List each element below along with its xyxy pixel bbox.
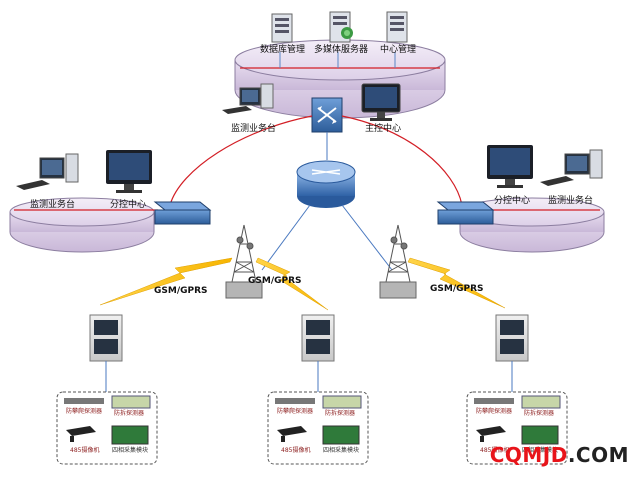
left-switch-icon (153, 201, 212, 225)
middle-field-unit (267, 314, 369, 465)
right-cell-tower-icon (379, 224, 417, 299)
right-monitor-station-label: 监测业务台 (548, 196, 594, 206)
database-server-icon (271, 13, 293, 43)
left-camera-label: 485摄像机 (70, 447, 100, 454)
left-sub-control-label: 分控中心 (110, 200, 147, 210)
watermark-part1: CQMJD (489, 443, 568, 467)
middle-collector-label: 四相采集模块 (323, 447, 360, 454)
middle-gsm-label: GSM/GPRS (248, 276, 302, 286)
right-field-unit (466, 314, 568, 465)
main-control-label: 主控中心 (365, 124, 402, 134)
left-collector-label: 四相采集模块 (112, 447, 149, 454)
middle-camera-label: 485摄像机 (281, 447, 311, 454)
central-network-platform (234, 39, 446, 119)
right-control-monitor-icon (487, 145, 533, 188)
field-box-devices (64, 395, 561, 445)
left-gsm-label: GSM/GPRS (154, 286, 208, 296)
watermark-part2: .COM (567, 443, 629, 467)
main-control-monitor-icon (361, 83, 401, 121)
site-watermark: CQMJD.COM (490, 443, 629, 467)
right-detector-b-label: 防拆探测器 (524, 410, 555, 417)
left-monitor-station-label: 监测业务台 (30, 200, 76, 210)
left-detector-a-label: 防攀爬探测器 (66, 408, 103, 415)
center-server-icon (386, 11, 408, 43)
center-server-label: 中心管理 (380, 45, 417, 55)
right-sub-control-label: 分控中心 (494, 196, 531, 206)
left-field-unit (56, 314, 158, 465)
right-site-platform (458, 197, 605, 253)
center-workstation-icon (222, 83, 274, 114)
right-collector-label: 四相采集模块 (522, 447, 559, 454)
media-server-label: 多媒体服务器 (314, 45, 369, 55)
wireless-signal-bolts (99, 257, 506, 311)
center-monitor-station-label: 监测业务台 (231, 124, 277, 134)
middle-detector-b-label: 防拆探测器 (325, 410, 356, 417)
right-workstation-icon (540, 149, 603, 186)
left-workstation-icon (16, 153, 79, 190)
core-router-icon (296, 160, 356, 208)
red-fiber-links (169, 115, 463, 206)
right-gsm-label: GSM/GPRS (430, 284, 484, 294)
left-cell-tower-icon (225, 224, 263, 299)
middle-detector-a-label: 防攀爬探测器 (277, 408, 314, 415)
right-switch-icon (436, 201, 495, 225)
media-server-icon (329, 11, 353, 43)
blue-wireless-links (261, 132, 393, 271)
db-server-label: 数据库管理 (260, 45, 306, 55)
right-detector-a-label: 防攀爬探测器 (476, 408, 513, 415)
left-detector-b-label: 防拆探测器 (114, 410, 145, 417)
right-camera-label: 485摄像机 (480, 447, 510, 454)
left-control-monitor-icon (106, 150, 152, 193)
left-site-platform (9, 197, 158, 253)
core-switch-icon (311, 97, 343, 133)
